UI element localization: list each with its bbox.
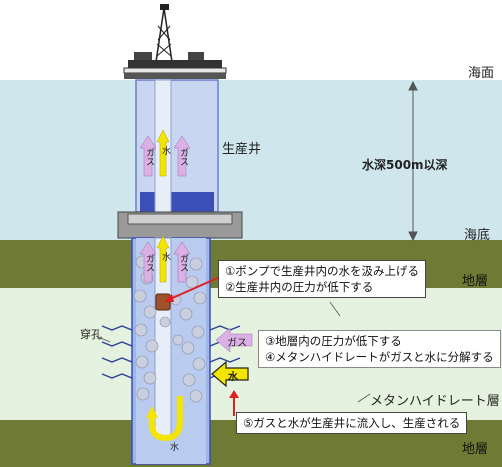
inflow-gas-text: ガス (227, 338, 247, 349)
hydrate-leader (357, 393, 371, 403)
stratum-lower-label: 地層 (462, 442, 489, 457)
upper-gas-left-text: ガス (144, 148, 154, 166)
perforation-label: 穿孔 (80, 328, 102, 341)
lower-water-arrow (156, 235, 170, 283)
step-3-text: ③地層内の圧力が低下する (265, 334, 402, 348)
inflow-gas-arrow (215, 327, 253, 353)
step-4-text: ④メタンハイドレートがガスと水に分解する (265, 350, 494, 364)
production-well-label: 生産井 (222, 142, 262, 157)
upper-gas-arrow-right (173, 135, 191, 177)
step1-pointer (164, 275, 223, 302)
lower-water-text: 水 (160, 252, 170, 261)
upper-gas-arrow-left (139, 135, 157, 177)
perforation-leader (95, 335, 111, 343)
step-1-text: ①ポンプで生産井内の水を汲み上げる (225, 264, 419, 278)
step-box-1-2: ①ポンプで生産井内の水を汲み上げる ②生産井内の圧力が低下する (218, 260, 426, 298)
hydrate-layer-label: メタンハイドレート層 (370, 394, 500, 409)
sea-surface-label: 海面 (468, 66, 495, 81)
step-box-5: ⑤ガスと水が生産井に流入し、生産される (236, 412, 468, 434)
lower-gas-arrow-right (173, 241, 191, 283)
upper-gas-right-text: ガス (178, 148, 188, 166)
lower-gas-arrow-left (139, 241, 157, 283)
bottom-water-text: 水 (170, 443, 180, 453)
step-5-text: ⑤ガスと水が生産井に流入し、生産される (243, 416, 461, 430)
inflow-water-text: 水 (228, 372, 238, 383)
lower-gas-right-text: ガス (178, 254, 188, 272)
seabed-label: 海底 (464, 228, 491, 243)
step-box-3-4: ③地層内の圧力が低下する ④メタンハイドレートがガスと水に分解する (258, 330, 501, 368)
step5-pointer (229, 390, 239, 416)
upper-water-text: 水 (160, 146, 170, 155)
upper-well-fluid (140, 192, 214, 212)
lower-gas-left-text: ガス (144, 254, 154, 272)
sea-layer (0, 80, 502, 240)
step-2-text: ②生産井内の圧力が低下する (225, 280, 374, 294)
stratum-upper-label: 地層 (462, 274, 489, 289)
water-depth-label: 水深500m以深 (362, 158, 448, 172)
step3-leader (329, 301, 341, 317)
bottom-water-curve-arrow (149, 396, 183, 442)
drilling-rig (123, 4, 227, 79)
water-depth-arrow (408, 80, 418, 242)
upper-water-arrow (156, 129, 170, 177)
inflow-water-arrow (211, 360, 249, 388)
